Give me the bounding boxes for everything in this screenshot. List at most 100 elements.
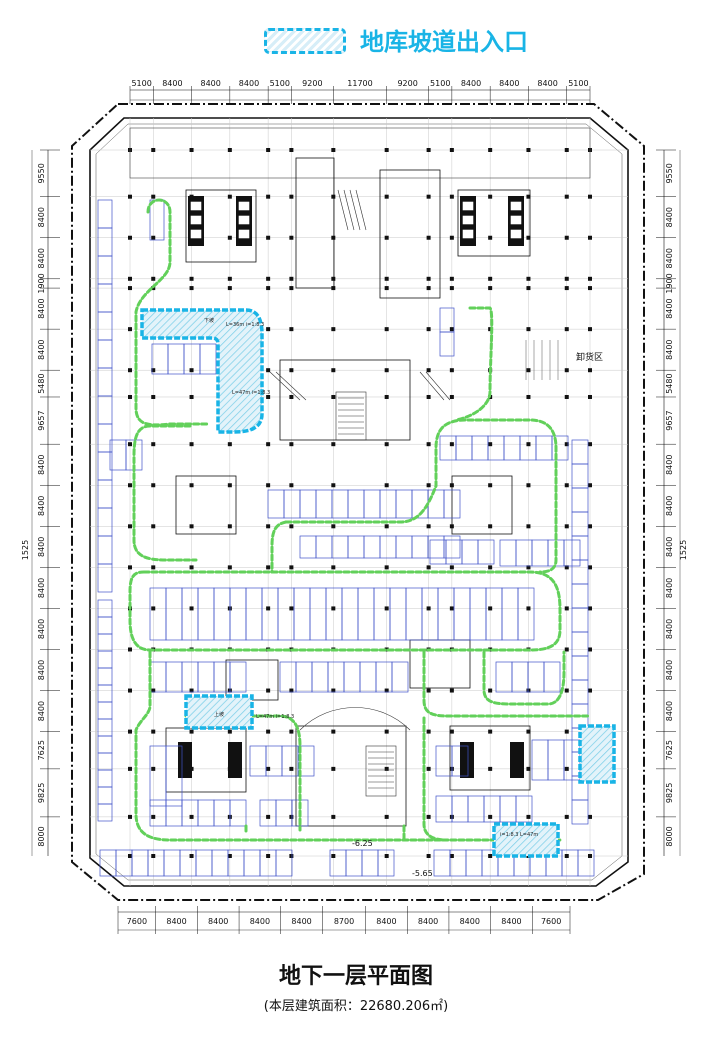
parking-stall xyxy=(547,739,565,781)
column xyxy=(384,194,389,199)
column xyxy=(564,606,569,611)
column xyxy=(151,729,156,734)
parking-stall xyxy=(571,439,589,465)
building-outline xyxy=(89,117,629,887)
bottom-dim-label: 8700 xyxy=(334,917,354,926)
column xyxy=(331,854,336,858)
right-dim-label: 8400 xyxy=(665,660,674,680)
plan-subtitle: (本层建筑面积：22680.206㎡) xyxy=(263,999,449,1014)
bottom-dim-label: 8400 xyxy=(501,917,521,926)
parking-stall xyxy=(97,701,113,720)
right-dim-label: 1900 xyxy=(665,273,674,293)
top-dim-label: 8400 xyxy=(201,79,221,88)
column xyxy=(151,854,156,858)
column xyxy=(331,148,336,152)
parking-stall xyxy=(501,587,519,641)
column xyxy=(266,483,271,488)
column xyxy=(384,814,389,819)
top-dim-label: 5100 xyxy=(430,79,450,88)
ramp-southwest xyxy=(184,694,254,730)
column xyxy=(128,766,132,771)
column xyxy=(189,729,194,734)
parking-stall xyxy=(439,435,457,461)
parking-stall xyxy=(421,587,439,641)
right-dim-label: 8400 xyxy=(665,339,674,359)
unloading-area-label: 卸货区 xyxy=(576,351,603,363)
column xyxy=(488,854,493,858)
column xyxy=(588,368,592,373)
parking-stall xyxy=(499,539,517,567)
column xyxy=(488,565,493,570)
parking-stall xyxy=(329,849,347,877)
column xyxy=(266,524,271,529)
column xyxy=(426,148,431,152)
column xyxy=(526,814,531,819)
parking-stall xyxy=(97,650,113,669)
parking-stall xyxy=(97,735,113,754)
parking-stall xyxy=(395,535,413,559)
column xyxy=(189,286,194,291)
column xyxy=(384,394,389,399)
route-east-small-loop xyxy=(482,650,566,706)
column xyxy=(227,524,232,529)
right-dim-label: 7625 xyxy=(665,740,674,760)
parking-stall xyxy=(363,535,381,559)
column xyxy=(331,565,336,570)
site-boundary xyxy=(71,103,645,901)
column xyxy=(189,524,194,529)
column xyxy=(384,442,389,447)
column xyxy=(331,766,336,771)
parking-stall xyxy=(311,661,329,693)
column xyxy=(384,565,389,570)
column xyxy=(289,565,294,570)
column xyxy=(449,286,454,291)
column xyxy=(426,368,431,373)
column xyxy=(588,688,592,693)
parking-stall xyxy=(433,849,451,877)
parking-stall xyxy=(165,587,183,641)
parking-stall xyxy=(571,583,589,609)
parking-stall xyxy=(503,435,521,461)
column xyxy=(289,368,294,373)
column xyxy=(564,327,569,332)
parking-stall xyxy=(245,587,263,641)
column xyxy=(588,235,592,240)
column xyxy=(588,565,592,570)
parking-stall xyxy=(97,255,113,285)
parking-stall xyxy=(97,684,113,703)
column xyxy=(266,235,271,240)
bottom-dim-label: 7600 xyxy=(541,917,561,926)
column xyxy=(384,148,389,152)
left-dimensions: 9550840084001900840084005480965784008400… xyxy=(21,149,60,856)
parking-stall xyxy=(357,587,375,641)
column xyxy=(564,368,569,373)
parking-stall xyxy=(395,489,413,519)
column xyxy=(526,606,531,611)
ramp-northwest xyxy=(140,308,264,434)
parking-stall xyxy=(197,799,215,827)
column xyxy=(128,394,132,399)
parking-stall xyxy=(375,661,393,693)
column xyxy=(588,327,592,332)
column xyxy=(289,194,294,199)
column xyxy=(588,394,592,399)
column xyxy=(289,235,294,240)
parking-stall xyxy=(97,803,113,822)
left-dim-label: 8000 xyxy=(37,826,46,846)
column xyxy=(128,729,132,734)
column xyxy=(564,442,569,447)
parking-stall xyxy=(571,463,589,489)
column xyxy=(526,194,531,199)
parking-stall xyxy=(341,587,359,641)
column xyxy=(564,688,569,693)
column xyxy=(526,524,531,529)
parking-stall xyxy=(461,539,479,565)
parking-stall xyxy=(445,539,463,565)
column xyxy=(526,394,531,399)
parking-stall xyxy=(331,535,349,559)
parking-stall xyxy=(97,563,113,593)
parking-stall xyxy=(343,661,361,693)
ramp-text-2: L=47m i=1:8.3 xyxy=(232,390,270,396)
